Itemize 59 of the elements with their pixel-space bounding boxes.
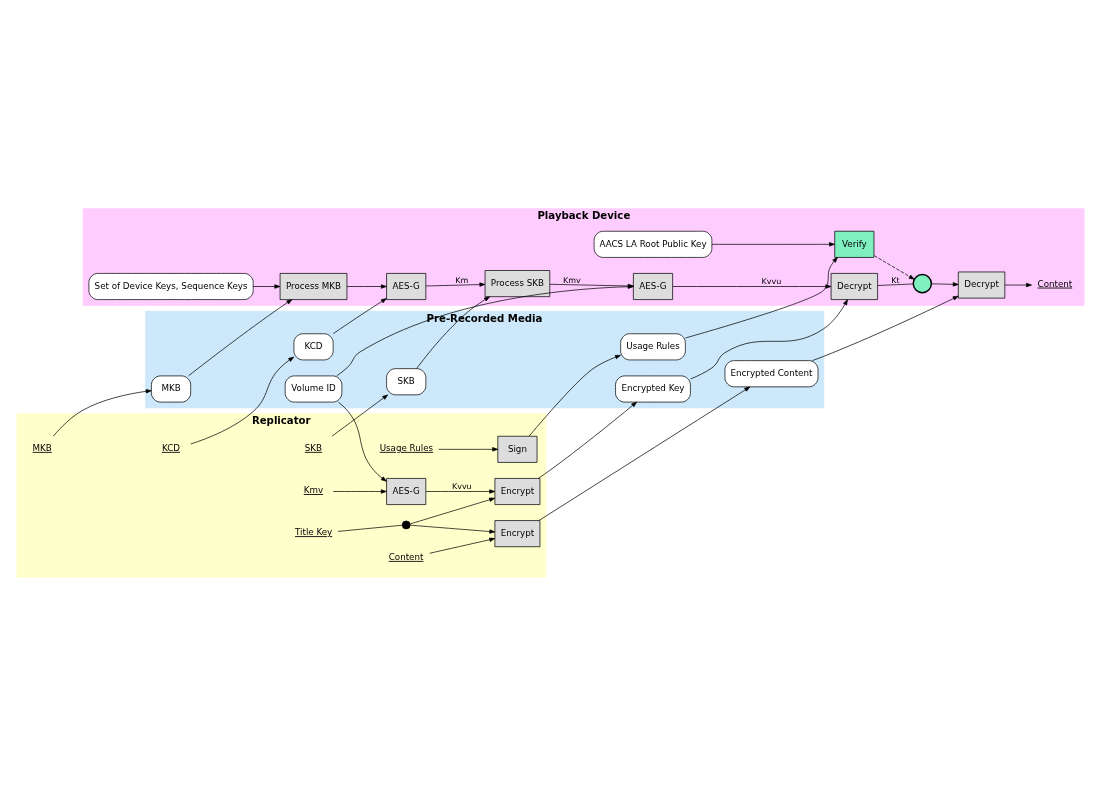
node-box: Process SKB — [484, 270, 551, 298]
node-box: AES-G — [386, 478, 427, 505]
arrow — [425, 282, 486, 287]
node-box: KCD — [293, 333, 334, 361]
arrow — [672, 284, 832, 289]
node-box: SKB — [386, 368, 427, 396]
arrow — [438, 447, 499, 452]
arrow — [409, 524, 496, 534]
arrow — [409, 497, 496, 525]
arrow — [1004, 282, 1032, 288]
node-box: AACS LA Root Public Key — [593, 230, 713, 258]
node-box: Encrypted Content — [724, 360, 819, 388]
node-box: MKB — [151, 375, 192, 403]
arrow — [338, 401, 387, 482]
arrow — [425, 489, 496, 494]
arrow — [52, 389, 152, 437]
node-box: AES-G — [386, 273, 427, 300]
arrow — [188, 299, 293, 377]
node-box: Decrypt — [957, 271, 1006, 299]
node-box: Set of Device Keys, Sequence Keys — [88, 273, 254, 300]
arrow — [812, 295, 959, 361]
arrow — [332, 298, 387, 334]
arrow — [538, 401, 637, 479]
node-circle — [912, 273, 933, 294]
arrow — [416, 296, 490, 369]
arrow — [690, 299, 848, 380]
connector — [337, 524, 403, 532]
arrow — [538, 386, 751, 521]
node-box: Encrypt — [494, 478, 541, 505]
arrow — [685, 257, 838, 339]
node-box: Sign — [497, 435, 538, 463]
node-text: Kmv — [303, 485, 324, 496]
node-text: Title Key — [294, 527, 333, 538]
node-text: KCD — [161, 442, 180, 453]
node-box: AES-G — [633, 273, 673, 300]
node-box: Verify — [834, 230, 875, 258]
node-text: MKB — [32, 442, 52, 453]
arrow — [346, 284, 387, 289]
arrow — [252, 284, 281, 289]
node-box: Encrypted Key — [615, 375, 691, 403]
arrow — [528, 354, 621, 437]
node-box: Encrypt — [494, 520, 541, 548]
node-box: Process MKB — [279, 273, 348, 300]
arrow — [332, 489, 387, 494]
node-text: Content — [388, 551, 424, 562]
node-text: SKB — [304, 442, 323, 453]
node-box: Volume ID — [284, 375, 343, 403]
arrow — [711, 242, 835, 247]
node-box: Decrypt — [830, 273, 878, 300]
node-text: Usage Rules — [379, 442, 434, 453]
node-circle — [401, 520, 411, 530]
arrow — [331, 394, 389, 437]
node-text: Content — [1037, 278, 1073, 289]
node-box: Usage Rules — [620, 333, 686, 361]
arrow — [190, 356, 295, 445]
connector — [877, 283, 914, 286]
arrow — [931, 282, 959, 287]
arrow — [429, 537, 496, 554]
arrow — [873, 255, 915, 280]
